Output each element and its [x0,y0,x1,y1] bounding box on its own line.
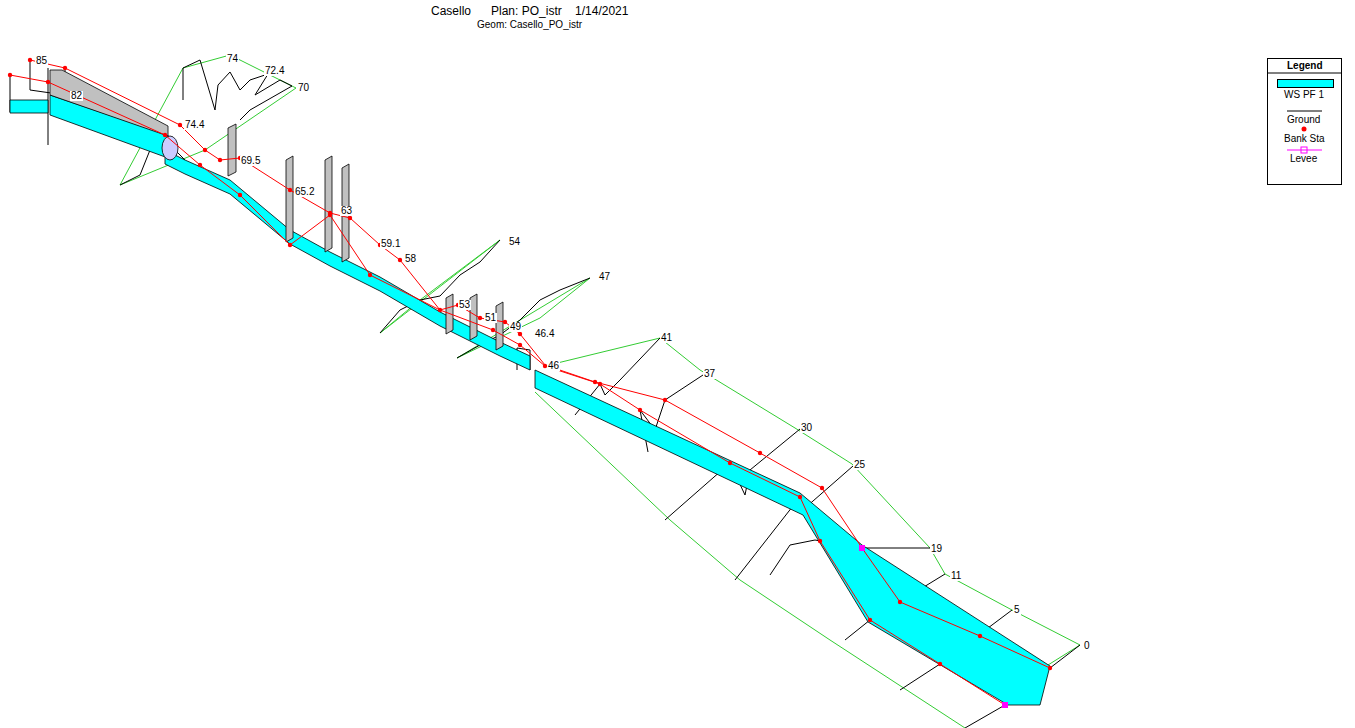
legend-swatch [1277,79,1334,88]
station-label: 41 [660,333,673,343]
station-label: 49 [509,322,522,332]
station-label: 69.5 [240,156,261,166]
station-label: 70 [297,83,310,93]
legend-divider [1267,73,1341,74]
station-label: 53 [458,300,471,310]
section-outline [120,55,1080,728]
station-label: 58 [404,254,417,264]
station-label: 30 [800,423,813,433]
station-label: 82 [70,91,83,101]
legend-heading: Legend [1287,61,1323,71]
station-label: 5 [1013,605,1021,615]
plot-title: Casello Plan: PO_istr 1/14/2021 [431,5,628,17]
water-surface [10,95,1050,705]
station-label: 65.2 [294,187,315,197]
station-label: 25 [853,460,866,470]
legend-label: Levee [1290,154,1317,164]
legend-label: WS PF 1 [1284,90,1324,100]
station-label: 59.1 [380,239,401,249]
legend-ground-sample [1287,111,1322,112]
station-label: 54 [508,237,521,247]
station-label: 19 [930,544,943,554]
levee-marker [859,545,865,551]
legend-levee-sample [1287,150,1322,151]
station-label: 74.4 [184,120,205,130]
station-label: 47 [598,272,611,282]
levee-marker [1002,702,1008,708]
station-label: 0 [1083,641,1091,651]
plot-subtitle: Geom: Casello_PO_istr [477,20,582,30]
station-label: 46.4 [534,329,555,339]
station-label: 46 [547,361,560,371]
legend-levee-sample [1301,147,1307,153]
legend-label: Ground [1287,115,1320,125]
ground-line [10,60,1080,728]
station-label: 63 [340,206,353,216]
bank-station-dot [8,58,1052,707]
bank-line [10,60,1050,705]
legend-label: Bank Sta [1284,134,1325,144]
station-label: 85 [35,56,48,66]
station-label: 74 [226,54,239,64]
station-label: 37 [703,369,716,379]
station-label: 51 [484,313,497,323]
station-label: 72.4 [264,66,285,76]
station-label: 11 [950,571,962,581]
legend-bank-sample [1302,127,1307,132]
